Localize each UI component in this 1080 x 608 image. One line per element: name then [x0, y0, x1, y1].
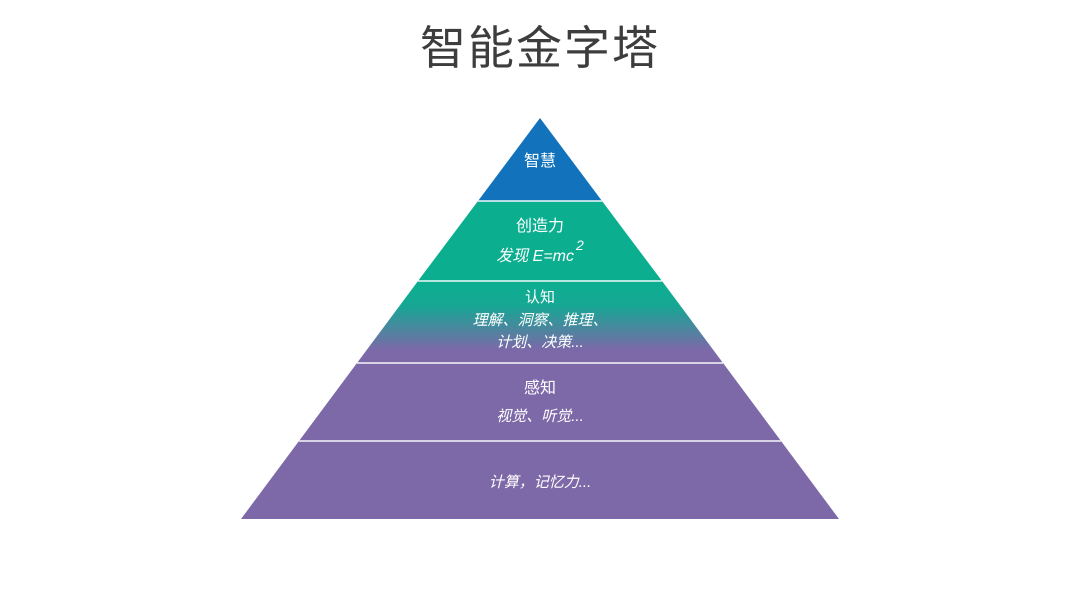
pyramid-level-5-shape: [241, 441, 839, 519]
pyramid-level-4-shape: [299, 363, 781, 441]
pyramid-level-1-shape: [478, 118, 602, 201]
pyramid-level-3-shape: [357, 281, 723, 363]
pyramid-level-2-shape: [418, 201, 662, 281]
page-title: 智能金字塔: [420, 22, 660, 74]
